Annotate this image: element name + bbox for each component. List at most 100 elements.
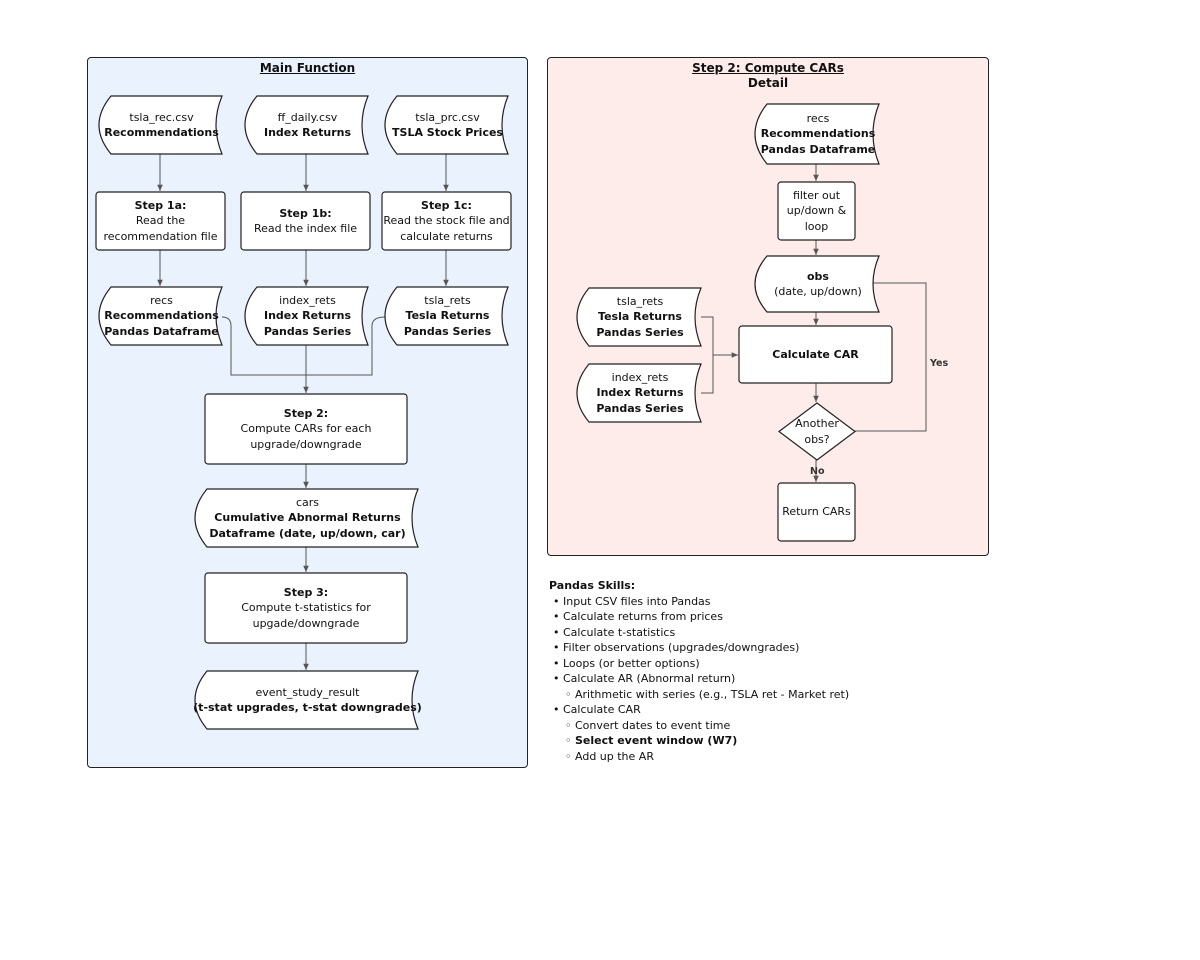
bullet-icon: •	[553, 641, 563, 654]
skill-item: ◦ Convert dates to event time	[549, 718, 849, 734]
tsla-rets-node-line-2: Tesla Returns	[405, 309, 490, 323]
edge-tsla-merge	[306, 316, 386, 376]
tsla-rets-node-line-3: Pandas Series	[403, 324, 492, 338]
tsla-rec-csv-node-line-2: Recommendations	[104, 126, 219, 139]
recs-node-line-3: Pandas Dataframe	[104, 324, 219, 338]
hollow-bullet-icon: ◦	[565, 718, 575, 732]
skill-item-text: Input CSV files into Pandas	[563, 594, 711, 608]
skill-item-text: Calculate CAR	[563, 703, 641, 716]
step-2-node-line-3: upgrade/downgrade	[250, 437, 362, 451]
tsla-prc-csv-node-line-2: TSLA Stock Prices	[392, 126, 503, 139]
detail-tsla-rets-node-line-1: tsla_rets	[616, 294, 664, 308]
filter-node-line-1: filter out	[792, 188, 841, 202]
detail-recs-node-line-1: recs	[806, 111, 830, 125]
index-rets-node-line-1: index_rets	[279, 293, 336, 307]
pandas-skills-list: Pandas Skills: • Input CSV files into Pa…	[549, 578, 849, 764]
another-obs-node-shape	[778, 402, 856, 461]
event-study-result-node-line-2: (t-stat upgrades, t-stat downgrades)	[193, 701, 422, 714]
ff-daily-csv-node-line-2: Index Returns	[263, 126, 351, 139]
step-1c-node-line-1: Step 1c:	[421, 198, 472, 212]
skill-item-text: Calculate t-statistics	[563, 625, 676, 639]
index-rets-node-line-3: Pandas Series	[263, 324, 352, 338]
step-1c-node-shape	[381, 191, 512, 251]
edge-index-to-calc	[701, 355, 714, 394]
calculate-car-node-shape	[738, 325, 893, 384]
bullet-icon: •	[553, 656, 563, 670]
another-obs-node-line-2: obs?	[804, 432, 830, 446]
skill-item-text: Filter observations (upgrades/downgrades…	[563, 641, 800, 654]
step-1b-node-shape	[240, 191, 371, 251]
no-edge-label: No	[810, 466, 825, 477]
skill-item-text: Calculate AR (Abnormal return)	[563, 672, 736, 685]
detail-tsla-rets-node-line-2: Tesla Returns	[598, 310, 682, 324]
detail-index-rets-node-line-3: Pandas Series	[596, 401, 684, 415]
detail-panel-title: Step 2: Compute CARs	[692, 61, 844, 75]
return-cars-node-line-1: Return CARs	[782, 505, 851, 519]
bullet-icon: •	[553, 594, 563, 608]
step-1b-node: Step 1b:Read the index file	[241, 192, 370, 250]
edge-tsla-to-calc	[701, 316, 738, 358]
step-1a-node-line-3: recommendation file	[103, 229, 218, 243]
bullet-icon: •	[553, 625, 563, 639]
flowchart-shapes	[95, 95, 893, 730]
edge-decision-loop	[855, 280, 927, 432]
skill-item-text: Convert dates to event time	[575, 718, 731, 732]
tsla-prc-csv-node-shape	[384, 95, 509, 155]
ff-daily-csv-node-shape	[244, 95, 369, 155]
filter-node-line-3: loop	[804, 219, 829, 233]
cars-node-line-1: cars	[295, 495, 320, 509]
main-panel-title: Main Function	[259, 61, 356, 75]
skill-item-text: Arithmetic with series (e.g., TSLA ret -…	[575, 687, 850, 701]
skills-items: • Input CSV files into Pandas• Calculate…	[549, 594, 849, 765]
event-study-result-node-line-1: event_study_result	[255, 685, 360, 699]
obs-node-shape	[754, 255, 880, 313]
detail-recs-node-line-3: Pandas Dataframe	[760, 142, 876, 156]
step-3-node-line-3: upgade/downgrade	[252, 616, 360, 630]
step-3-node-line-2: Compute t-statistics for	[241, 601, 371, 615]
index-rets-node-line-2: Index Returns	[263, 309, 351, 323]
step-1c-node-line-3: calculate returns	[400, 229, 493, 243]
tsla-prc-csv-node-line-1: tsla_prc.csv	[415, 110, 480, 124]
tsla-rec-csv-node-shape	[98, 95, 223, 155]
step-1b-node-line-2: Read the index file	[253, 222, 358, 235]
filter-node-line-2: up/down &	[786, 204, 847, 218]
step-2-node-shape	[204, 393, 408, 465]
recs-node-line-1: recs	[150, 293, 173, 307]
skill-item: • Loops (or better options)	[549, 656, 849, 672]
tsla-rets-node-line-1: tsla_rets	[424, 293, 471, 307]
skill-item: • Calculate returns from prices	[549, 609, 849, 625]
filter-node: filter out up/down &loop	[778, 182, 855, 240]
ff-daily-csv-node-line-1: ff_daily.csv	[277, 110, 338, 124]
step-2-node-line-2: Compute CARs for each	[240, 422, 372, 436]
obs-node-line-1: obs	[807, 269, 829, 283]
cars-node-line-2: Cumulative Abnormal Returns	[214, 511, 401, 525]
bullet-icon: •	[553, 703, 563, 716]
hollow-bullet-icon: ◦	[565, 749, 575, 763]
skill-item-text: Loops (or better options)	[563, 656, 700, 670]
skill-item-text: Add up the AR	[575, 749, 654, 763]
skill-item: ◦ Add up the AR	[549, 749, 849, 765]
cars-node-shape	[194, 488, 419, 548]
return-cars-node: Return CARs	[778, 483, 855, 541]
obs-node: obs (date, up/down)	[763, 256, 873, 312]
calculate-car-node-line-1: Calculate CAR	[772, 347, 859, 361]
skills-heading: Pandas Skills:	[549, 579, 636, 592]
recs-node-line-2: Recommendations	[104, 309, 219, 323]
hollow-bullet-icon: ◦	[565, 734, 575, 747]
detail-index-rets-node-line-2: Index Returns	[596, 386, 684, 400]
skill-item-text: Select event window (W7)	[575, 734, 738, 747]
index-rets-node-shape	[244, 286, 369, 346]
step-1a-node-line-1: Step 1a:	[134, 198, 187, 212]
detail-index-rets-node-shape	[576, 363, 702, 423]
obs-node-line-2: (date, up/down)	[774, 285, 862, 298]
